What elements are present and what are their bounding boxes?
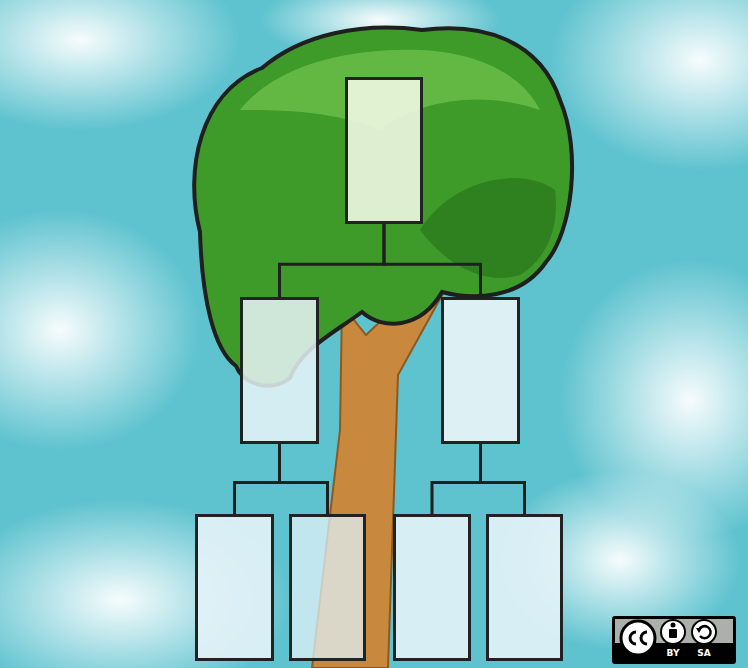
family-member-box [441,297,520,444]
family-member-box [240,297,319,444]
tree-connector [280,444,328,514]
license-label: SA [692,648,716,658]
tree-connector [384,224,481,297]
tree-connector [235,444,280,514]
family-member-box [289,514,366,661]
license-label: BY [661,648,685,658]
cc-by-sa-badge [612,616,736,664]
family-member-box [345,77,423,224]
tree-connector [280,224,385,297]
family-member-box [195,514,274,661]
canopy-shadow [420,178,556,278]
tree-connector [432,444,481,514]
tree-connector [481,444,525,514]
family-member-box [393,514,471,661]
family-member-box [486,514,563,661]
